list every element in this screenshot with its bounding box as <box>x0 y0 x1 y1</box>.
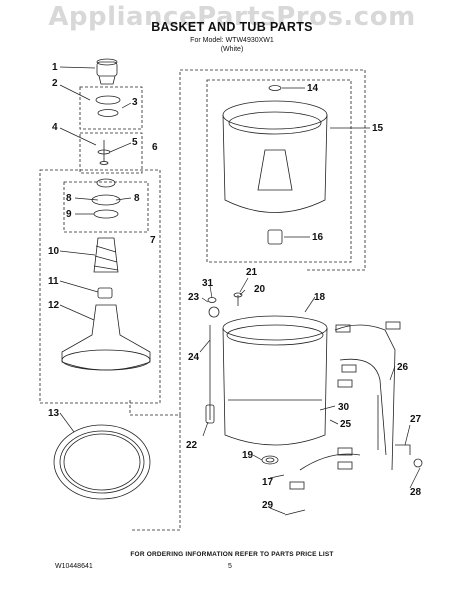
callout-29: 29 <box>262 500 274 511</box>
watermark: AppliancePartsPros.com <box>48 2 416 32</box>
callout-10: 10 <box>48 246 60 257</box>
group-box-7 <box>63 181 149 233</box>
callout-23: 23 <box>188 292 200 303</box>
callout-15: 15 <box>372 123 384 134</box>
page-number: 5 <box>228 563 232 570</box>
page-title: BASKET AND TUB PARTS <box>151 20 313 34</box>
callout-14: 14 <box>307 83 319 94</box>
callout-3: 3 <box>132 97 138 108</box>
callout-7: 7 <box>150 235 156 246</box>
callout-8a: 8 <box>66 193 72 204</box>
tub-part <box>222 315 328 446</box>
callout-30: 30 <box>338 402 350 413</box>
callout-11: 11 <box>48 276 59 287</box>
callout-5: 5 <box>132 137 138 148</box>
group-box-4 <box>79 132 143 174</box>
model-info: For Model: WTW4930XW1 (White) <box>0 36 464 54</box>
callout-27: 27 <box>410 414 422 425</box>
callout-17: 17 <box>262 477 274 488</box>
callout-19: 19 <box>242 450 254 461</box>
callout-6: 6 <box>152 142 158 153</box>
model-line: For Model: WTW4930XW1 <box>190 37 274 44</box>
callout-1: 1 <box>52 62 58 73</box>
ordering-note: FOR ORDERING INFORMATION REFER TO PARTS … <box>130 551 334 558</box>
group-box-2 <box>79 86 143 130</box>
callout-2: 2 <box>52 78 58 89</box>
document-number: W10448641 <box>55 563 93 570</box>
callout-28: 28 <box>410 487 422 498</box>
callout-26: 26 <box>397 362 409 373</box>
callout-22: 22 <box>186 440 198 451</box>
callout-16: 16 <box>312 232 324 243</box>
color-line: (White) <box>220 46 244 53</box>
callout-21: 21 <box>246 267 258 278</box>
callout-9: 9 <box>66 209 72 220</box>
callout-24: 24 <box>188 352 200 363</box>
callout-20: 20 <box>254 284 266 295</box>
callout-13: 13 <box>48 408 60 419</box>
callout-4: 4 <box>52 122 58 133</box>
callout-25: 25 <box>340 419 352 430</box>
callout-12: 12 <box>48 300 60 311</box>
group-box-15 <box>206 79 352 263</box>
basket-part <box>222 100 328 213</box>
callout-31: 31 <box>202 278 214 289</box>
group-box-6 <box>39 169 161 404</box>
callout-18: 18 <box>314 292 326 303</box>
callout-8b: 8 <box>134 193 140 204</box>
agitator-cap-part <box>96 58 118 85</box>
